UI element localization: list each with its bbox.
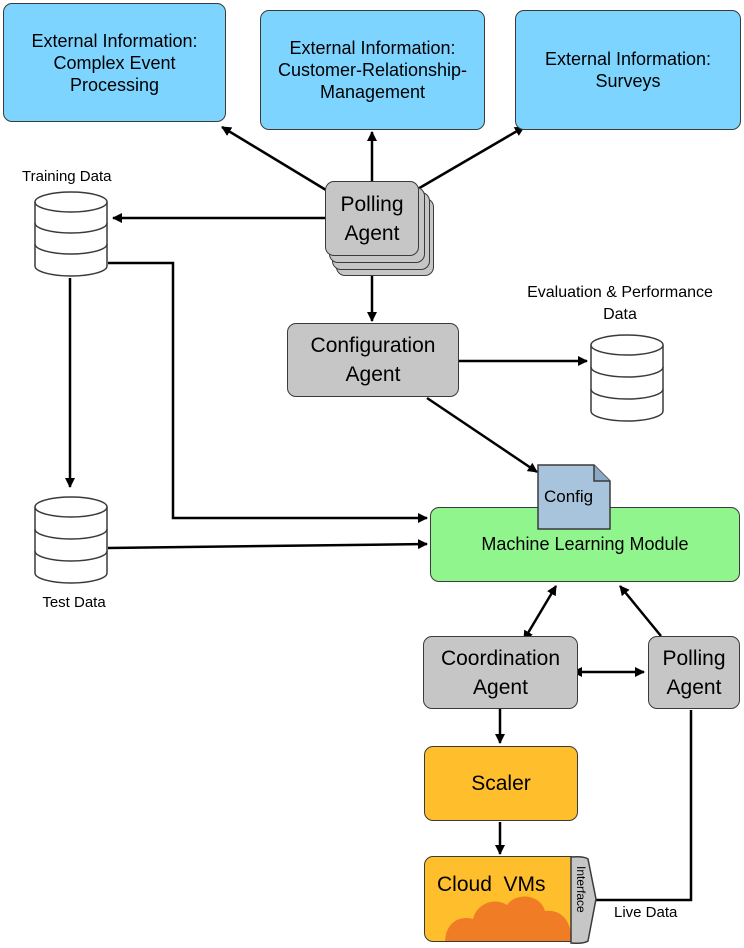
edge-ml-coordination xyxy=(523,585,558,641)
live-data-label: Live Data xyxy=(614,904,678,921)
config-document-icon xyxy=(537,464,611,530)
test-data-label: Test Data xyxy=(42,594,106,611)
cloud-vms-box: Cloud VMs xyxy=(424,856,579,942)
external-crm-box: External Information: Customer-Relations… xyxy=(260,10,485,130)
external-cep-box: External Information: Complex Event Proc… xyxy=(3,3,226,122)
cloud-vms-label: Cloud VMs xyxy=(437,873,546,896)
interface-tab xyxy=(570,856,597,944)
coordination-agent: Coordination Agent xyxy=(423,636,578,709)
training-database-icon xyxy=(34,191,108,277)
edge-polling-to-surveys xyxy=(415,125,525,192)
cloud-icon xyxy=(445,896,572,941)
config-document-label: Config xyxy=(544,487,594,506)
external-surveys-box: External Information: Surveys xyxy=(515,10,741,130)
edge-polling2-to-ml xyxy=(619,585,662,637)
scaler-box: Scaler xyxy=(424,746,578,821)
edge-live-data xyxy=(594,710,693,902)
polling-agent-bottom: Polling Agent xyxy=(648,636,740,709)
edge-configuration-to-config xyxy=(426,396,538,474)
training-data-label: Training Data xyxy=(22,168,112,185)
interface-label: Interface xyxy=(574,866,588,913)
edge-training-to-ml xyxy=(108,261,428,523)
polling-agent-top: Polling Agent xyxy=(325,181,419,256)
test-database-icon xyxy=(34,496,108,584)
edge-test-to-ml xyxy=(107,539,428,550)
evaluation-data-label: Evaluation & Performance Data xyxy=(527,284,713,323)
configuration-agent: Configuration Agent xyxy=(287,323,459,397)
edge-polling-to-cep xyxy=(221,125,327,192)
evaluation-database-icon xyxy=(590,334,664,422)
